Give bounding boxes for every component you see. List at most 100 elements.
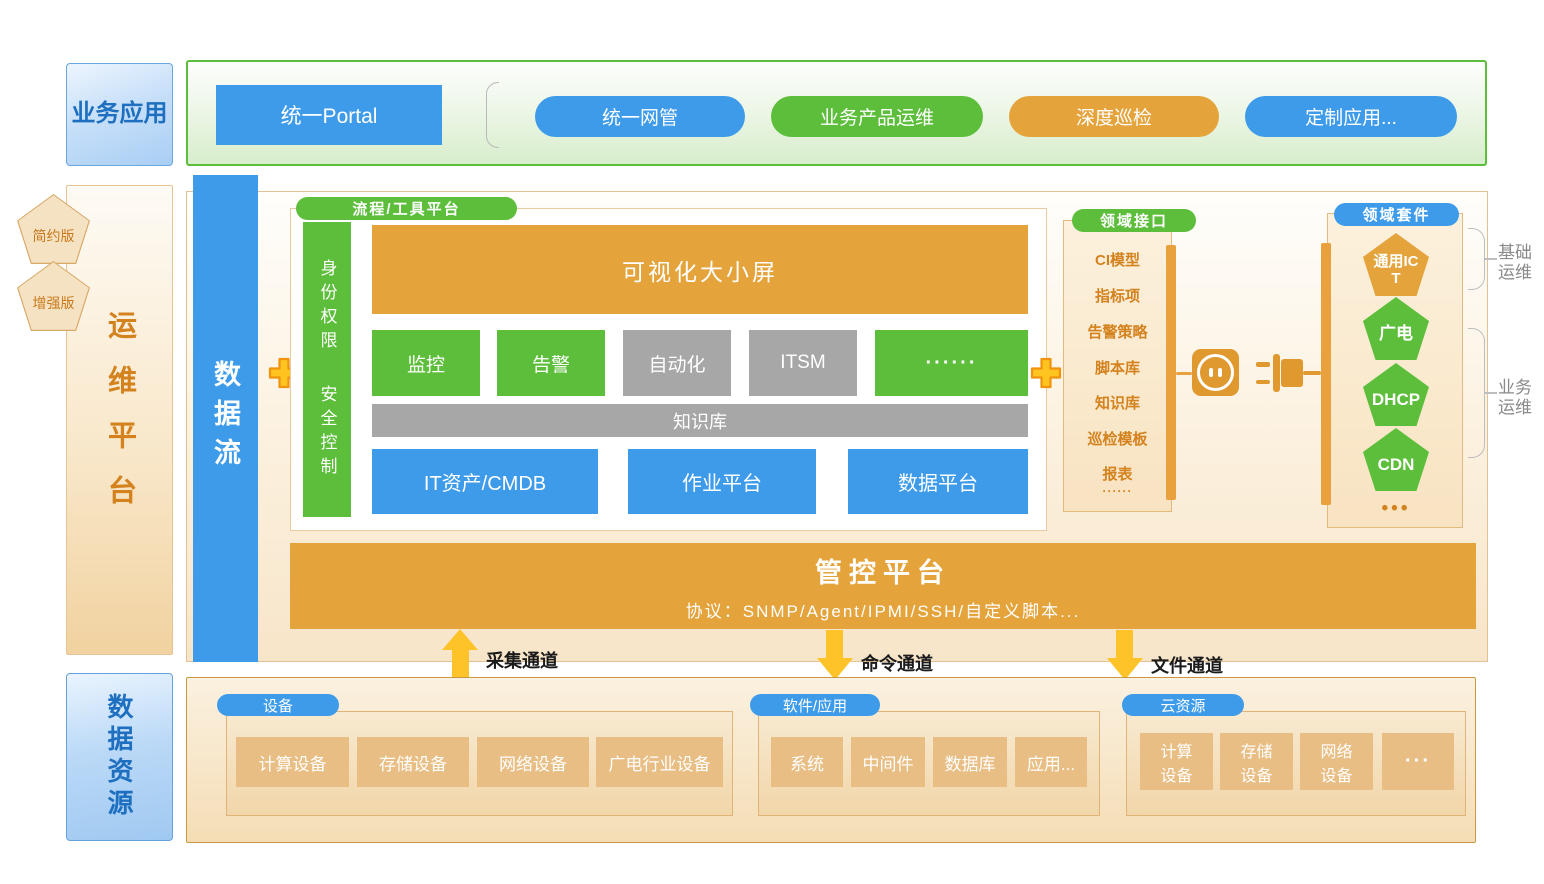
command-channel-label: 命令通道 xyxy=(861,654,933,674)
item-label: ··· xyxy=(1405,750,1431,772)
version-badge-simple: 简约版 xyxy=(17,194,90,264)
di-item-alert-policy: 告警策略 xyxy=(1087,324,1148,341)
module-label: ITSM xyxy=(780,352,826,373)
socket-connector-line xyxy=(1176,372,1192,375)
group-title: 云资源 xyxy=(1160,697,1206,715)
domain-suite-title-pill: 领域套件 xyxy=(1334,203,1459,226)
item-label: 存储 设备 xyxy=(1240,743,1273,785)
pill-label: 业务产品运维 xyxy=(819,108,934,129)
suite-pentagon-label: 通用ICT xyxy=(1373,253,1419,287)
cloud-more: ··· xyxy=(1382,733,1454,790)
domain-interface-title: 领域接口 xyxy=(1099,213,1168,230)
di-item-more: ······ xyxy=(1102,484,1133,498)
device-storage: 存储设备 xyxy=(357,737,469,787)
cloud-compute: 计算 设备 xyxy=(1140,733,1213,790)
version-badge-label: 简约版 xyxy=(32,228,75,244)
collect-channel-arrow-shaft xyxy=(452,649,469,686)
tool-platform-title-pill: 流程/工具平台 xyxy=(296,197,517,220)
group-software-title-pill: 软件/应用 xyxy=(750,694,880,716)
platform-it-asset-cmdb: IT资产/CMDB xyxy=(372,449,598,514)
suite-pentagon-label: 广电 xyxy=(1379,324,1413,344)
tool-platform-title: 流程/工具平台 xyxy=(352,201,461,218)
module-label: 监控 xyxy=(406,354,445,376)
pill-label: 统一网管 xyxy=(601,108,678,129)
platform-data: 数据平台 xyxy=(848,449,1028,514)
device-broadcast-industry: 广电行业设备 xyxy=(596,737,723,787)
pill-custom-apps[interactable]: 定制应用... xyxy=(1245,96,1457,137)
file-channel-arrow-down xyxy=(1107,658,1143,680)
control-platform-title: 管控平台 xyxy=(815,557,951,588)
ops-platform-box xyxy=(66,185,173,655)
ops-platform-label-wrap: 运维平台 xyxy=(66,185,173,655)
item-label: 广电行业设备 xyxy=(608,754,711,774)
plug-icon xyxy=(1273,354,1280,392)
command-channel-arrow-shaft xyxy=(826,630,843,659)
module-label: ······ xyxy=(925,351,978,374)
socket-icon xyxy=(1192,349,1239,396)
platform-label: 数据平台 xyxy=(898,473,978,495)
ops-platform-label: 运维平台 xyxy=(103,310,136,530)
business-apps-label-box: 业务应用 xyxy=(66,63,173,166)
bracket-basic-ops xyxy=(1468,228,1485,290)
security-control-label: 安全控制 xyxy=(317,384,337,481)
item-label: 计算设备 xyxy=(258,754,327,774)
unified-portal-button[interactable]: 统一Portal xyxy=(216,85,442,145)
domain-suite-accent-bar xyxy=(1321,243,1331,505)
pill-label: 定制应用... xyxy=(1305,108,1397,129)
module-more: ······ xyxy=(875,330,1028,396)
dataflow-label: 数据流 xyxy=(210,360,240,477)
cloud-storage: 存储 设备 xyxy=(1220,733,1293,790)
group-title: 软件/应用 xyxy=(782,697,848,715)
pill-label: 深度巡检 xyxy=(1075,108,1152,129)
control-platform-subtitle: 协议：SNMP/Agent/IPMI/SSH/自定义脚本... xyxy=(685,601,1081,621)
dataflow-bar: 数据流 xyxy=(193,175,258,662)
file-channel-arrow-shaft xyxy=(1116,630,1133,659)
module-label: 告警 xyxy=(531,354,570,376)
item-label: 数据库 xyxy=(944,754,996,774)
version-badge-label: 增强版 xyxy=(32,295,75,311)
suite-pentagon-cdn: CDN xyxy=(1363,428,1429,491)
pill-deep-inspection[interactable]: 深度巡检 xyxy=(1009,96,1219,137)
group-devices-title-pill: 设备 xyxy=(217,694,339,716)
knowledge-base-label: 知识库 xyxy=(673,411,727,432)
unified-portal-label: 统一Portal xyxy=(280,105,378,128)
suite-pentagon-dhcp: DHCP xyxy=(1363,363,1429,426)
bracket-business-ops xyxy=(1468,328,1485,458)
suite-pentagon-broadcast: 广电 xyxy=(1363,297,1429,360)
domain-interface-panel xyxy=(1063,220,1172,512)
domain-interface-title-pill: 领域接口 xyxy=(1072,209,1196,232)
di-item-inspection-template: 巡检模板 xyxy=(1087,431,1148,448)
suite-pentagon-label: CDN xyxy=(1377,455,1415,475)
module-label: 自动化 xyxy=(648,354,706,376)
item-label: 存储设备 xyxy=(379,754,447,774)
suite-pentagon-general-ict: 通用ICT xyxy=(1363,233,1429,296)
basic-ops-label: 基础运维 xyxy=(1498,243,1532,283)
item-label: 应用... xyxy=(1026,754,1076,774)
group-cloud-title-pill: 云资源 xyxy=(1122,694,1244,716)
group-title: 设备 xyxy=(262,697,293,715)
domain-interface-accent-bar xyxy=(1166,245,1176,500)
command-channel-arrow-down xyxy=(817,658,853,680)
item-label: 网络设备 xyxy=(499,754,567,774)
pill-business-product-ops[interactable]: 业务产品运维 xyxy=(771,96,983,137)
software-system: 系统 xyxy=(771,737,843,787)
platform-label: IT资产/CMDB xyxy=(423,473,547,495)
device-network: 网络设备 xyxy=(477,737,589,787)
identity-security-bar: 身份权限 安全控制 xyxy=(303,222,351,517)
suite-pentagon-label: DHCP xyxy=(1371,390,1421,410)
pill-unified-nms[interactable]: 统一网管 xyxy=(535,96,745,137)
visualization-banner: 可视化大小屏 xyxy=(372,225,1028,314)
plug-cable xyxy=(1303,370,1321,375)
di-item-metrics: 指标项 xyxy=(1094,288,1140,305)
plug-icon xyxy=(1256,379,1270,384)
software-middleware: 中间件 xyxy=(851,737,925,787)
device-compute: 计算设备 xyxy=(236,737,349,787)
business-apps-label: 业务应用 xyxy=(71,100,168,128)
item-label: 网络 设备 xyxy=(1320,743,1353,785)
suite-more-dots: ••• xyxy=(1381,498,1411,519)
control-platform-banner: 管控平台 协议：SNMP/Agent/IPMI/SSH/自定义脚本... xyxy=(290,543,1476,629)
software-application: 应用... xyxy=(1015,737,1087,787)
di-item-report: 报表 xyxy=(1102,466,1133,483)
version-badge-enhanced: 增强版 xyxy=(17,261,90,331)
